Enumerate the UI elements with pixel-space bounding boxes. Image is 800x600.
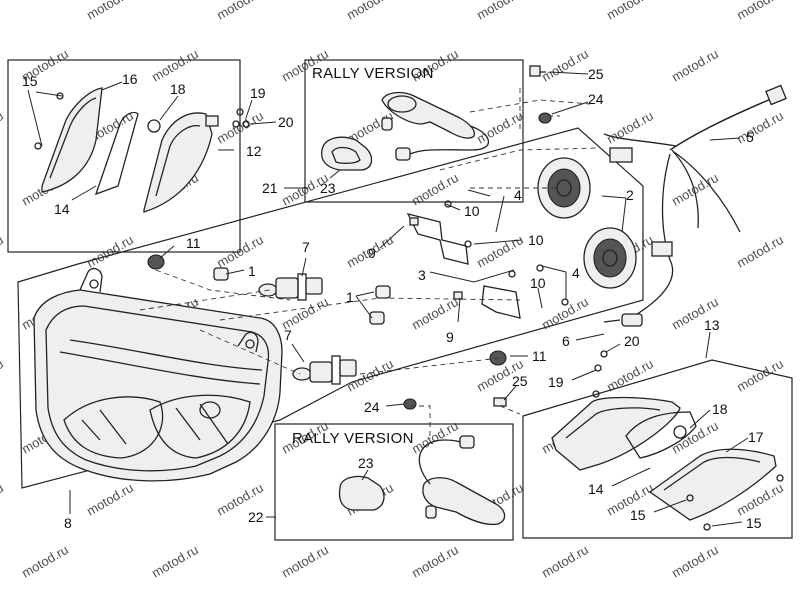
callout-22: 22 <box>248 509 264 525</box>
watermark-text: motod.ru <box>344 0 396 23</box>
side-panel-kit-frame <box>7 59 241 253</box>
callout-19-right: 19 <box>548 374 564 390</box>
wiring-harness <box>603 84 787 327</box>
rally-version-top-label: RALLY VERSION <box>312 65 434 82</box>
watermark-text: motod.ru <box>474 232 526 271</box>
watermark-text: motod.ru <box>19 542 71 581</box>
watermark-text: motod.ru <box>734 108 786 147</box>
callout-23-top: 23 <box>320 180 336 196</box>
watermark-text: motod.ru <box>149 46 201 85</box>
watermark-text: motod.ru <box>279 542 331 581</box>
watermark-text: motod.ru <box>0 480 6 519</box>
watermark-text: motod.ru <box>539 46 591 85</box>
watermark-text: motod.ru <box>409 170 461 209</box>
headlight-bulb-upper <box>258 273 323 301</box>
callout-11-right: 11 <box>532 348 547 364</box>
mounting-brackets <box>406 200 569 319</box>
watermark-text: motod.ru <box>214 0 266 23</box>
callout-10-upper: 10 <box>464 203 480 219</box>
callout-7-upper: 7 <box>302 239 310 255</box>
watermark-text: motod.ru <box>84 0 136 23</box>
watermark-text: motod.ru <box>149 542 201 581</box>
callout-6: 6 <box>562 333 570 349</box>
callout-1-middle: 1 <box>346 289 354 305</box>
callout-23-bottom: 23 <box>358 455 374 471</box>
watermark-text: motod.ru <box>669 46 721 85</box>
callout-20-right: 20 <box>624 333 640 349</box>
callout-10-lower: 10 <box>530 275 546 291</box>
watermark-text: motod.ru <box>84 232 136 271</box>
callout-19-topleft: 19 <box>250 85 266 101</box>
watermark-text: motod.ru <box>734 0 786 23</box>
callout-16: 16 <box>122 71 138 87</box>
rally-version-bottom-frame <box>274 423 514 541</box>
headlight-dust-covers <box>537 157 637 289</box>
watermark-text: motod.ru <box>0 0 6 23</box>
callout-1-left: 1 <box>248 263 256 279</box>
callout-10-middle: 10 <box>528 232 544 248</box>
rally-version-bottom-parts <box>338 397 507 526</box>
callout-24-bottom: 24 <box>364 399 380 415</box>
small-fasteners <box>34 92 784 531</box>
watermark-text: motod.ru <box>734 232 786 271</box>
bulb-sockets <box>147 254 507 366</box>
watermark-text: motod.ru <box>409 294 461 333</box>
headlight-bulb-lower <box>292 355 357 385</box>
callout-5: 5 <box>746 129 754 145</box>
leader-lines <box>27 71 749 527</box>
rally-version-top-frame <box>304 59 524 203</box>
watermark-text: motod.ru <box>539 542 591 581</box>
callout-18-right: 18 <box>712 401 728 417</box>
rally-version-top-parts <box>320 65 552 171</box>
headlight-housing <box>33 267 283 482</box>
watermark-text: motod.ru <box>474 108 526 147</box>
callout-9-upper: 9 <box>368 245 376 261</box>
callout-numbers: 15 16 18 19 20 12 14 21 23 25 24 5 2 4 1… <box>22 66 764 531</box>
callout-12: 12 <box>246 143 262 159</box>
callout-24-top: 24 <box>588 91 604 107</box>
callout-13: 13 <box>704 317 720 333</box>
callout-20-topleft: 20 <box>278 114 294 130</box>
assembly-dashed-lines <box>139 88 601 438</box>
watermark-text: motod.ru <box>604 356 656 395</box>
callout-15-middle: 15 <box>630 507 646 523</box>
callout-11-left: 11 <box>186 235 201 251</box>
watermark-text: motod.ru <box>84 480 136 519</box>
watermark-text: motod.ru <box>0 108 6 147</box>
callout-3: 3 <box>418 267 426 283</box>
callout-25-bottom: 25 <box>512 373 528 389</box>
watermark-text: motod.ru <box>604 0 656 23</box>
watermark-text: motod.ru <box>474 0 526 23</box>
watermark-text: motod.ru <box>604 108 656 147</box>
callout-4-upper: 4 <box>514 187 522 203</box>
callout-8: 8 <box>64 515 72 531</box>
callout-21: 21 <box>262 180 278 196</box>
callout-4-lower: 4 <box>572 265 580 281</box>
watermark-text: motod.ru <box>0 356 6 395</box>
callout-17: 17 <box>748 429 764 445</box>
watermark-text: motod.ru <box>669 542 721 581</box>
watermark-text: motod.ru <box>409 542 461 581</box>
right-panel-kit <box>551 390 777 521</box>
callout-15-right: 15 <box>746 515 762 531</box>
right-panel-kit-frame <box>522 359 793 539</box>
callout-9-lower: 9 <box>446 329 454 345</box>
callout-15-topleft: 15 <box>22 73 38 89</box>
callout-18-topleft: 18 <box>170 81 186 97</box>
side-panel-kit <box>41 87 240 213</box>
callout-2: 2 <box>626 187 634 203</box>
watermark-text: motod.ru <box>0 232 6 271</box>
callout-14-topleft: 14 <box>54 201 70 217</box>
callout-25-top: 25 <box>588 66 604 82</box>
callout-14-right: 14 <box>588 481 604 497</box>
callout-7-lower: 7 <box>284 327 292 343</box>
rally-version-bottom-label: RALLY VERSION <box>292 430 414 447</box>
